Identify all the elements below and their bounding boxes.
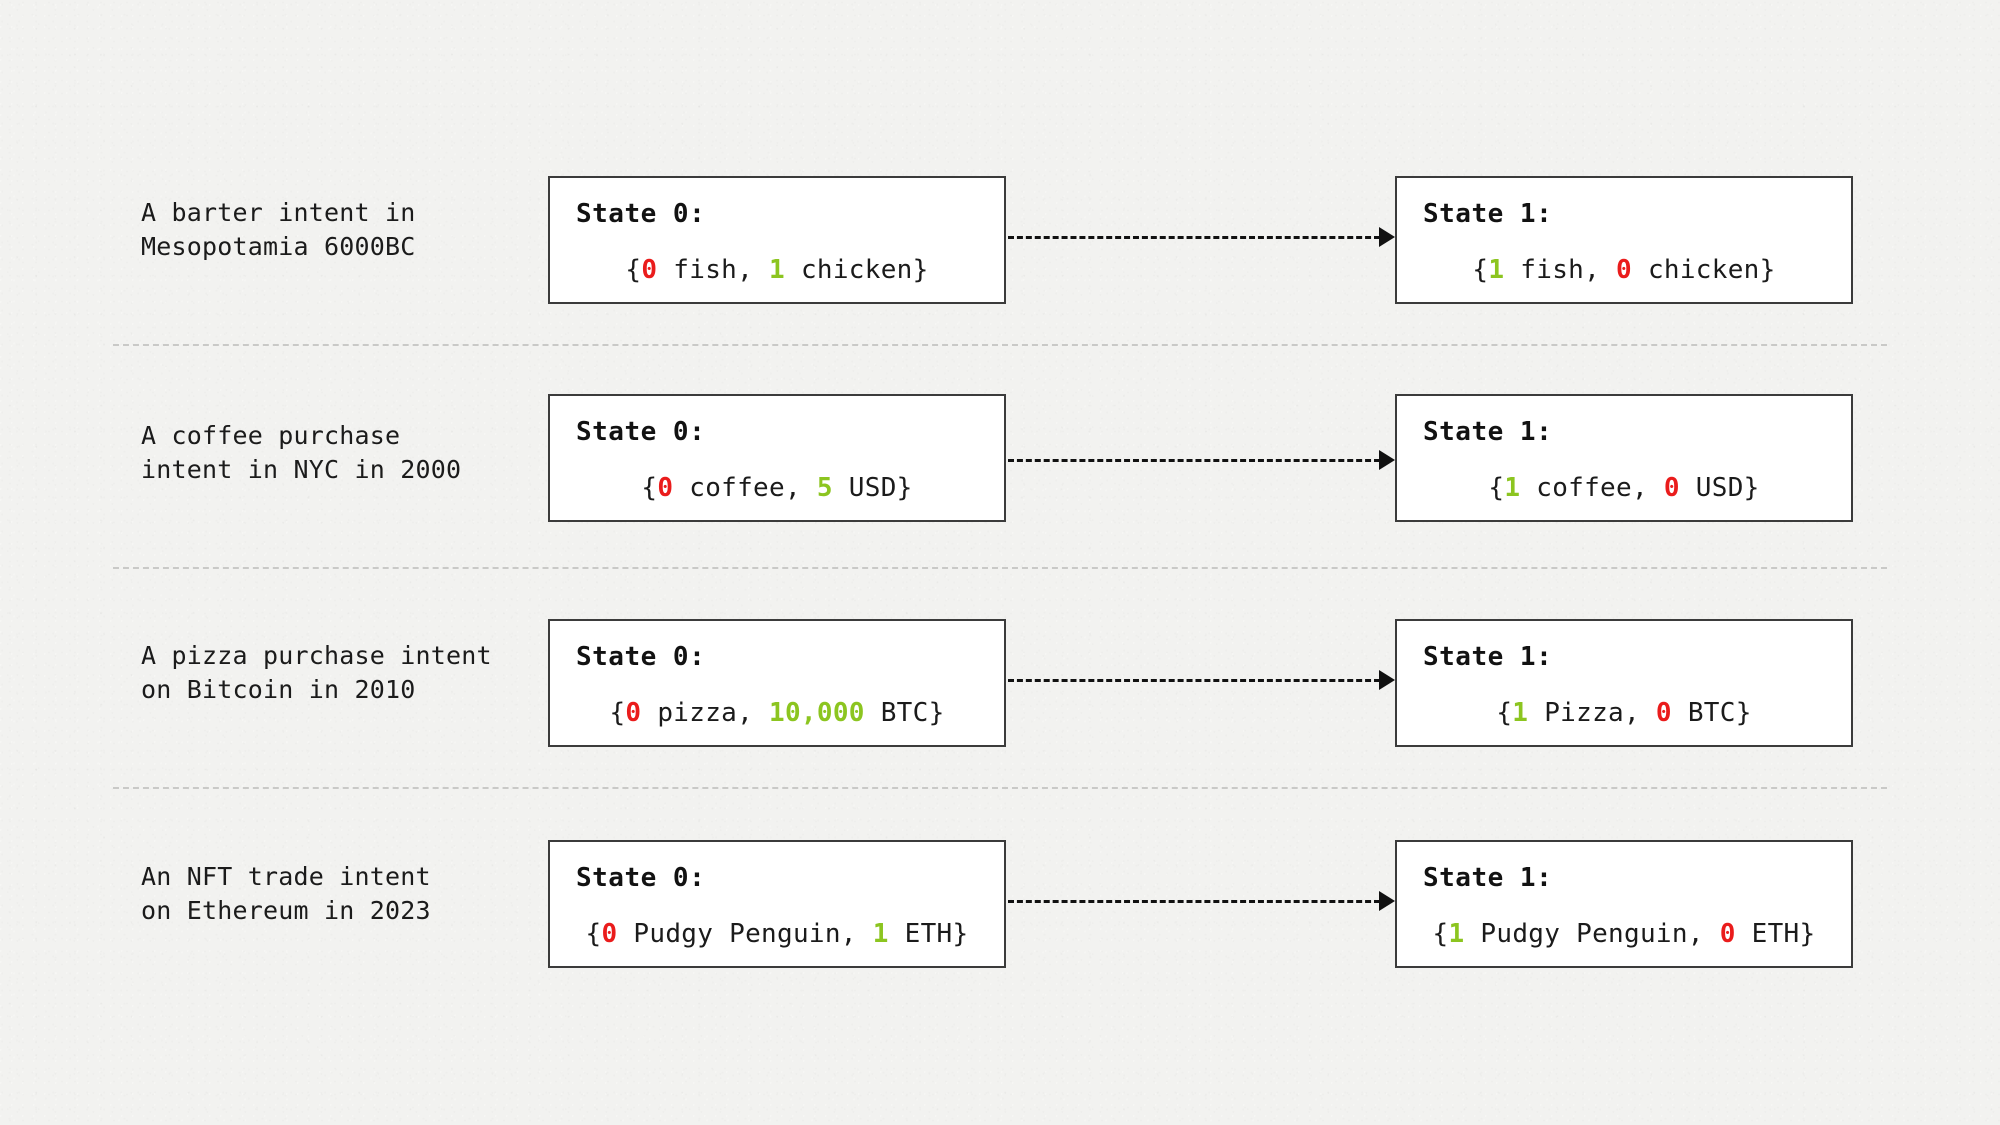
second-quantity: 5 <box>816 472 833 503</box>
intent-label-line1: A barter intent in <box>141 198 416 227</box>
first-quantity: 0 <box>601 918 618 949</box>
first-quantity: 0 <box>657 472 674 503</box>
first-item-name: Pizza, <box>1528 697 1656 728</box>
arrow-head-icon <box>1379 670 1395 690</box>
second-item-name: chicken <box>784 254 913 285</box>
state-0-title: State 0: <box>576 417 706 447</box>
second-quantity: 0 <box>1616 254 1632 285</box>
state-0-box: State 0: {0 Pudgy Penguin, 1 ETH} <box>548 840 1006 968</box>
state-0-title: State 0: <box>576 199 706 229</box>
intent-label-line1: A pizza purchase intent <box>141 641 492 670</box>
brace-close: } <box>1799 918 1816 949</box>
second-item-name: ETH <box>1735 918 1800 949</box>
first-quantity: 1 <box>1488 254 1505 285</box>
state-1-value: {1 coffee, 0 USD} <box>1423 473 1825 503</box>
intent-label: A pizza purchase intent on Bitcoin in 20… <box>141 639 541 707</box>
brace-close: } <box>952 918 969 949</box>
first-quantity: 1 <box>1504 472 1521 503</box>
intent-label: A barter intent in Mesopotamia 6000BC <box>141 196 541 264</box>
brace-close: } <box>1735 697 1752 728</box>
first-item-name: coffee, <box>673 472 817 503</box>
intent-label: A coffee purchase intent in NYC in 2000 <box>141 419 541 487</box>
state-0-box: State 0: {0 fish, 1 chicken} <box>548 176 1006 304</box>
intent-label-line2: intent in NYC in 2000 <box>141 454 462 484</box>
transition-arrow <box>1008 670 1395 690</box>
row-separator <box>113 567 1887 569</box>
state-0-value: {0 coffee, 5 USD} <box>576 473 978 503</box>
state-1-title: State 1: <box>1423 417 1553 447</box>
intent-label: An NFT trade intent on Ethereum in 2023 <box>141 860 541 928</box>
transition-arrow <box>1008 227 1395 247</box>
state-0-title: State 0: <box>576 863 706 893</box>
first-item-name: fish, <box>1504 254 1617 285</box>
arrow-line <box>1008 235 1380 239</box>
second-item-name: chicken <box>1631 254 1760 285</box>
brace-open: { <box>609 697 626 728</box>
brace-close: } <box>1743 472 1760 503</box>
first-item-name: pizza, <box>641 697 770 728</box>
intent-label-line1: An NFT trade intent <box>141 862 431 891</box>
brace-open: { <box>641 472 658 503</box>
second-quantity: 1 <box>769 254 785 285</box>
brace-close: } <box>912 254 929 285</box>
state-0-title: State 0: <box>576 642 706 672</box>
arrow-line <box>1008 899 1380 903</box>
state-1-title: State 1: <box>1423 199 1553 229</box>
brace-open: { <box>1488 472 1505 503</box>
first-item-name: coffee, <box>1520 472 1664 503</box>
second-item-name: BTC <box>1671 697 1736 728</box>
intent-label-line2: Mesopotamia 6000BC <box>141 231 416 261</box>
first-item-name: Pudgy Penguin, <box>1464 918 1720 949</box>
brace-open: { <box>1432 918 1449 949</box>
intent-label-line1: A coffee purchase <box>141 421 401 450</box>
second-item-name: ETH <box>888 918 953 949</box>
transition-arrow <box>1008 450 1395 470</box>
second-item-name: USD <box>832 472 897 503</box>
brace-open: { <box>1496 697 1513 728</box>
first-quantity: 1 <box>1512 697 1529 728</box>
second-quantity: 0 <box>1663 472 1680 503</box>
transition-arrow <box>1008 891 1395 911</box>
state-0-value: {0 fish, 1 chicken} <box>576 255 978 285</box>
state-1-value: {1 Pudgy Penguin, 0 ETH} <box>1423 919 1825 949</box>
intent-label-line2: on Bitcoin in 2010 <box>141 674 416 704</box>
state-1-box: State 1: {1 coffee, 0 USD} <box>1395 394 1853 522</box>
second-item-name: USD <box>1679 472 1744 503</box>
second-item-name: BTC <box>864 697 929 728</box>
second-quantity: 10,000 <box>769 697 865 728</box>
brace-close: } <box>896 472 913 503</box>
arrow-head-icon <box>1379 227 1395 247</box>
first-item-name: fish, <box>657 254 770 285</box>
state-1-title: State 1: <box>1423 863 1553 893</box>
state-1-value: {1 fish, 0 chicken} <box>1423 255 1825 285</box>
first-quantity: 1 <box>1448 918 1465 949</box>
state-1-box: State 1: {1 Pudgy Penguin, 0 ETH} <box>1395 840 1853 968</box>
state-1-box: State 1: {1 Pizza, 0 BTC} <box>1395 619 1853 747</box>
state-0-box: State 0: {0 coffee, 5 USD} <box>548 394 1006 522</box>
second-quantity: 0 <box>1719 918 1736 949</box>
state-0-value: {0 pizza, 10,000 BTC} <box>576 698 978 728</box>
state-1-title: State 1: <box>1423 642 1553 672</box>
state-1-box: State 1: {1 fish, 0 chicken} <box>1395 176 1853 304</box>
second-quantity: 1 <box>872 918 889 949</box>
first-quantity: 0 <box>625 697 642 728</box>
row-separator <box>113 787 1887 789</box>
state-1-value: {1 Pizza, 0 BTC} <box>1423 698 1825 728</box>
second-quantity: 0 <box>1655 697 1672 728</box>
brace-open: { <box>625 254 642 285</box>
state-0-value: {0 Pudgy Penguin, 1 ETH} <box>576 919 978 949</box>
arrow-head-icon <box>1379 891 1395 911</box>
brace-close: } <box>928 697 945 728</box>
brace-open: { <box>585 918 602 949</box>
first-quantity: 0 <box>641 254 658 285</box>
arrow-line <box>1008 458 1380 462</box>
first-item-name: Pudgy Penguin, <box>617 918 873 949</box>
state-0-box: State 0: {0 pizza, 10,000 BTC} <box>548 619 1006 747</box>
row-separator <box>113 344 1887 346</box>
brace-open: { <box>1472 254 1489 285</box>
arrow-head-icon <box>1379 450 1395 470</box>
arrow-line <box>1008 678 1380 682</box>
intent-label-line2: on Ethereum in 2023 <box>141 895 431 925</box>
brace-close: } <box>1759 254 1776 285</box>
